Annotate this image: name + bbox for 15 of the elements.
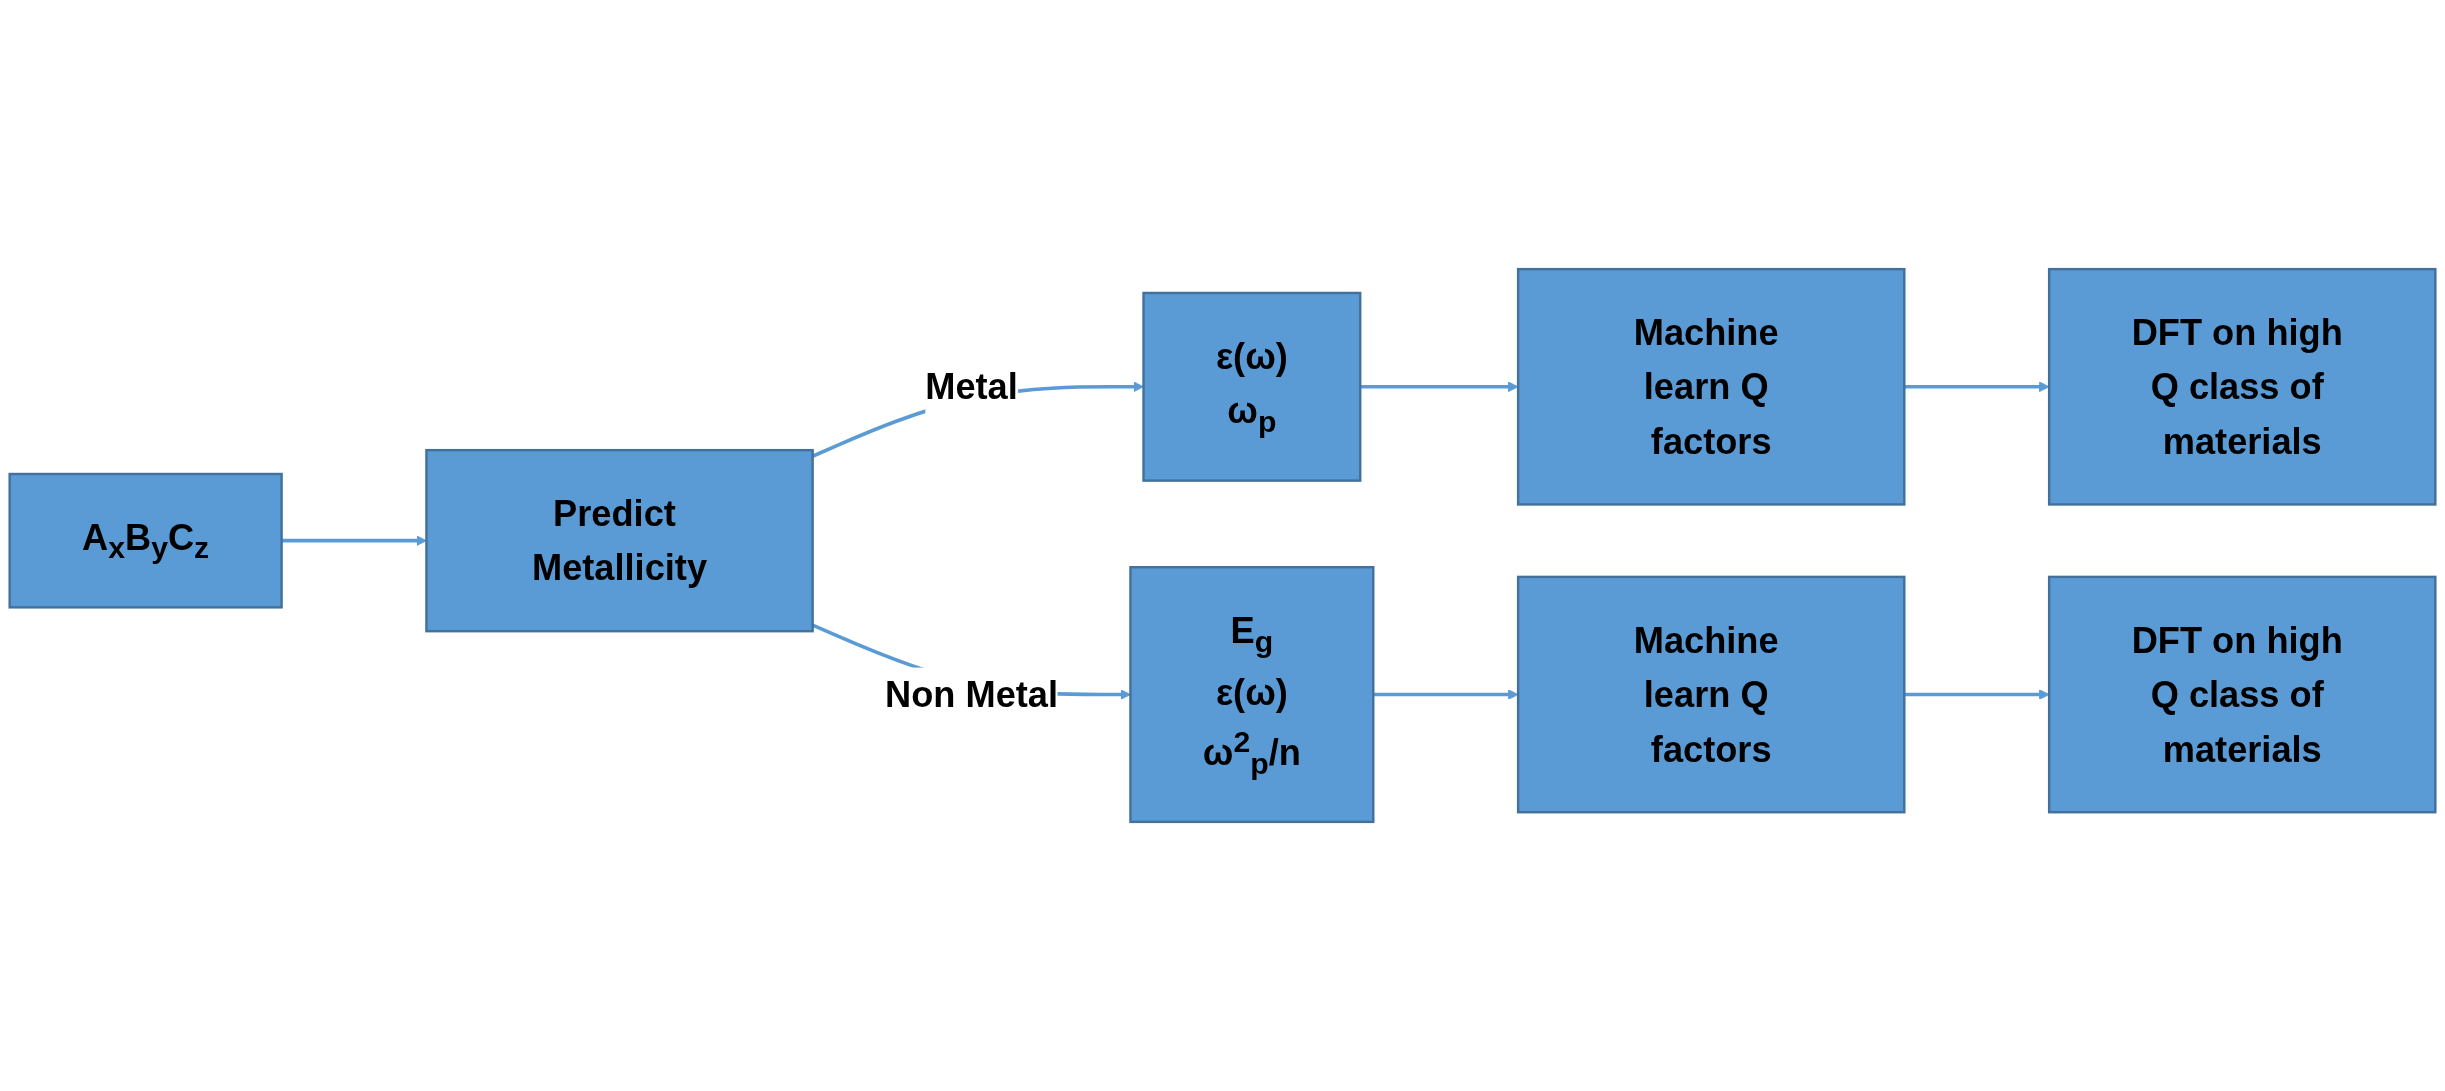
node-box: Predict Metallicity [425,448,814,633]
node-box: DFT on high Q class of materials [2047,267,2437,506]
node-box: Machine learn Q factors [1516,575,1906,814]
arrow [1904,689,2050,700]
node-box: E$_{g}$ ε(ω) ω$^{2}$$_{p}$/n [1129,566,1375,824]
arrow [281,535,427,546]
node-box: DFT on high Q class of materials [2047,575,2437,814]
node-box: ε(ω) ω$_{p}$ [1142,291,1362,482]
edge-label: Metal [925,366,1018,407]
arrow [1904,381,2050,393]
node-box: Machine learn Q factors [1516,267,1906,506]
node-box: A$_{x}$B$_{y}$C$_{z}$ [8,472,283,609]
arrow [1360,381,1519,393]
edge-label: Non Metal [885,674,1059,715]
arrow [1373,689,1519,700]
